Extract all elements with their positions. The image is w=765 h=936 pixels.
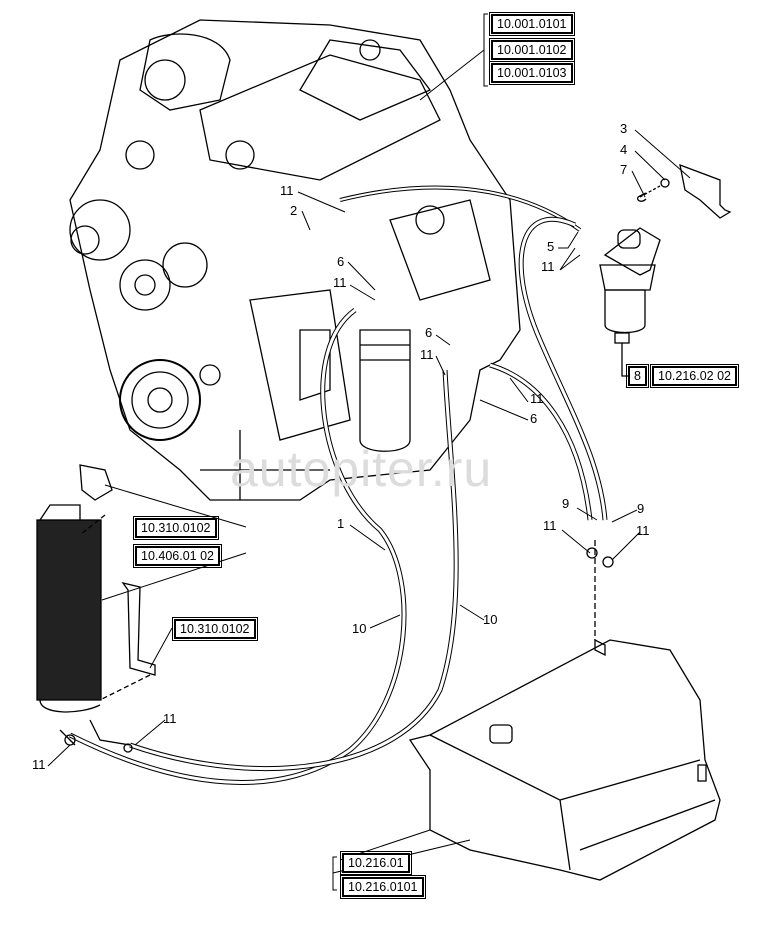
callout-label: 6: [337, 254, 345, 269]
ref-tank-01[interactable]: 10.216.01: [340, 851, 412, 875]
fuel-tank: [408, 540, 721, 881]
ref-engine-0103[interactable]: 10.001.0103: [489, 61, 575, 85]
callout-label: 1: [337, 516, 345, 531]
callout-label: 11: [333, 275, 347, 290]
callout-label: 11: [543, 518, 557, 533]
callout-label: 5: [547, 239, 555, 254]
oil-cooler: [36, 464, 156, 753]
callout-label: 11: [280, 183, 294, 198]
ref-engine-0102[interactable]: 10.001.0102: [489, 38, 575, 62]
fuel-hoses: [68, 185, 608, 785]
ref-oil-cooler[interactable]: 10.406.01 02: [133, 544, 222, 568]
callout-label: 10: [352, 621, 367, 636]
callout-label: 3: [620, 121, 628, 136]
callout-label: 11: [163, 711, 177, 726]
ref-engine-0101[interactable]: 10.001.0101: [489, 12, 575, 36]
callout-label: 2: [290, 203, 298, 218]
callout-label: 6: [425, 325, 433, 340]
callout-label: 9: [562, 496, 570, 511]
leader-lines: [47, 13, 691, 891]
callout-label: 11: [420, 347, 434, 362]
ref-bracket-lower[interactable]: 10.310.0102: [172, 617, 258, 641]
callout-label: 11: [32, 757, 46, 772]
callout-label: 10: [483, 612, 498, 627]
engine-assembly: [69, 19, 521, 501]
ref-bracket-upper[interactable]: 10.310.0102: [133, 516, 219, 540]
ref-fuel-filter[interactable]: 10.216.02 02: [650, 364, 739, 388]
fuel-filter: [599, 227, 661, 377]
callout-label: 9: [637, 501, 645, 516]
bracket: [636, 163, 732, 219]
callout-label: 11: [541, 259, 555, 274]
callout-label: 11: [636, 523, 650, 538]
ref-tank-0101[interactable]: 10.216.0101: [340, 875, 426, 899]
callout-label: 6: [530, 411, 538, 426]
ref-filter-item[interactable]: 8: [626, 364, 649, 388]
callout-label: 4: [620, 142, 628, 157]
callout-label: 7: [620, 162, 628, 177]
callout-label: 11: [530, 391, 544, 406]
